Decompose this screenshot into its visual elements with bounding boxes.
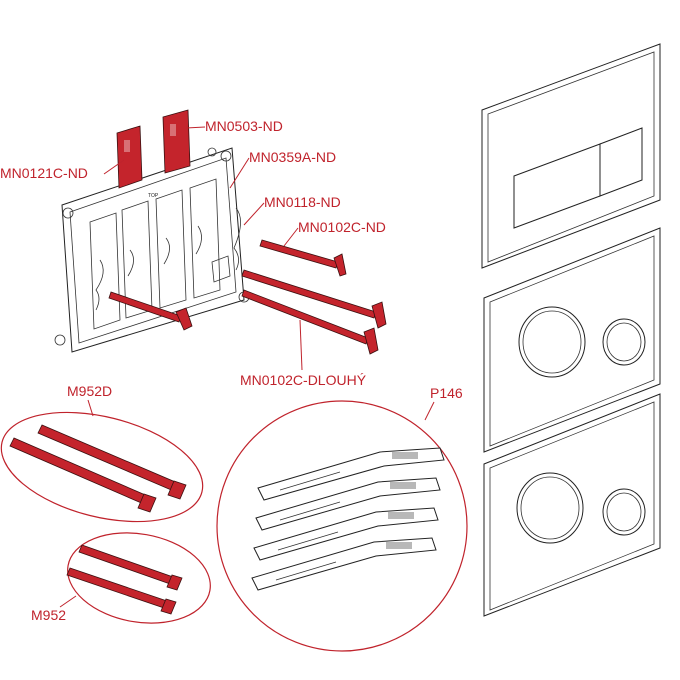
flush-plate-round-buttons-icon bbox=[483, 227, 661, 453]
mounting-frame-icon: TOP bbox=[54, 147, 250, 353]
flush-plate-round-buttons-2-icon bbox=[483, 393, 661, 617]
group-ring-p146 bbox=[216, 400, 468, 652]
label-mn0102c-long: MN0102C-DLOUHÝ bbox=[240, 372, 367, 388]
label-mn0359a: MN0359A-ND bbox=[249, 149, 336, 165]
label-mn0503: MN0503-ND bbox=[205, 118, 283, 134]
flush-plate-rectangular-icon bbox=[481, 43, 661, 269]
long-rod-icon bbox=[9, 424, 187, 513]
svg-text:TOP: TOP bbox=[148, 193, 159, 199]
actuator-rod-icon bbox=[108, 239, 387, 355]
label-mn0102c: MN0102C-ND bbox=[298, 219, 386, 235]
clip-parts-icon bbox=[116, 109, 191, 189]
label-mn0121c: MN0121C-ND bbox=[0, 165, 88, 181]
label-m952d: M952D bbox=[67, 383, 112, 399]
label-p146: P146 bbox=[430, 385, 463, 401]
label-m952: M952 bbox=[31, 607, 66, 623]
cable-strip-icon bbox=[251, 447, 445, 591]
label-mn0118: MN0118-ND bbox=[264, 194, 341, 210]
group-ring-m952d bbox=[0, 411, 204, 523]
short-rod-icon bbox=[66, 544, 183, 615]
group-ring-m952 bbox=[67, 532, 211, 624]
